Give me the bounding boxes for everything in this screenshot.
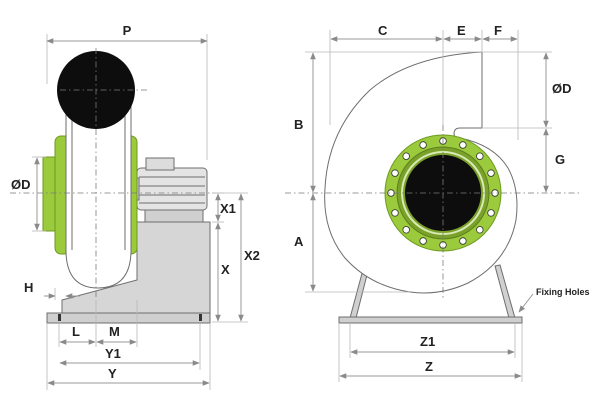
- flange-bolt: [487, 169, 495, 177]
- dim-label-X: X: [221, 262, 230, 277]
- flange-bolt: [391, 209, 399, 217]
- dim-label-OD-right: ØD: [552, 81, 572, 96]
- dim-label-E: E: [457, 23, 466, 38]
- flange-bolt: [459, 141, 467, 149]
- motor: [130, 157, 208, 223]
- flange-bolt: [419, 141, 427, 149]
- base-plate: [46, 312, 211, 324]
- motor-terminal-box: [145, 157, 175, 171]
- flange-bolt: [391, 169, 399, 177]
- flange-bolt: [402, 152, 410, 160]
- dim-label-L: L: [72, 324, 80, 339]
- support-leg-right: [494, 264, 516, 319]
- inlet-flange-side: [42, 156, 56, 232]
- dim-label-Z1: Z1: [420, 334, 435, 349]
- dim-label-F: F: [494, 23, 502, 38]
- dim-label-Y1: Y1: [105, 346, 121, 361]
- fixing-holes-label: Fixing Holes: [536, 287, 590, 297]
- dim-label-G: G: [555, 152, 565, 167]
- motor-body: [136, 167, 208, 211]
- dim-label-X1: X1: [220, 201, 236, 216]
- flange-bolt: [476, 226, 484, 234]
- fixing-hole-right: [199, 314, 202, 321]
- front-view: C E F ØD G B A Fixing Holes Z1 Z: [285, 23, 590, 382]
- dim-label-A: A: [294, 234, 304, 249]
- casing-body-side: [65, 91, 132, 289]
- front-base-bar: [338, 316, 523, 324]
- flange-bolt: [459, 237, 467, 245]
- dim-label-H: H: [24, 280, 33, 295]
- flange-bolt: [419, 237, 427, 245]
- side-view: P ØD H X1 X X2 L M Y1: [10, 23, 260, 390]
- dim-label-M: M: [109, 324, 120, 339]
- dim-label-X2: X2: [244, 248, 260, 263]
- flange-bolt: [487, 209, 495, 217]
- base-pedestal: [61, 221, 211, 314]
- dim-label-OD-left: ØD: [11, 177, 31, 192]
- flange-bolt: [476, 152, 484, 160]
- dim-label-Y: Y: [108, 366, 117, 381]
- fixing-hole-left: [58, 314, 61, 321]
- dim-label-Z: Z: [425, 359, 433, 374]
- flange-bolt: [402, 226, 410, 234]
- dim-label-C: C: [378, 23, 388, 38]
- dim-label-B: B: [294, 117, 303, 132]
- flange-bolts: [387, 137, 499, 249]
- dim-label-P: P: [123, 23, 132, 38]
